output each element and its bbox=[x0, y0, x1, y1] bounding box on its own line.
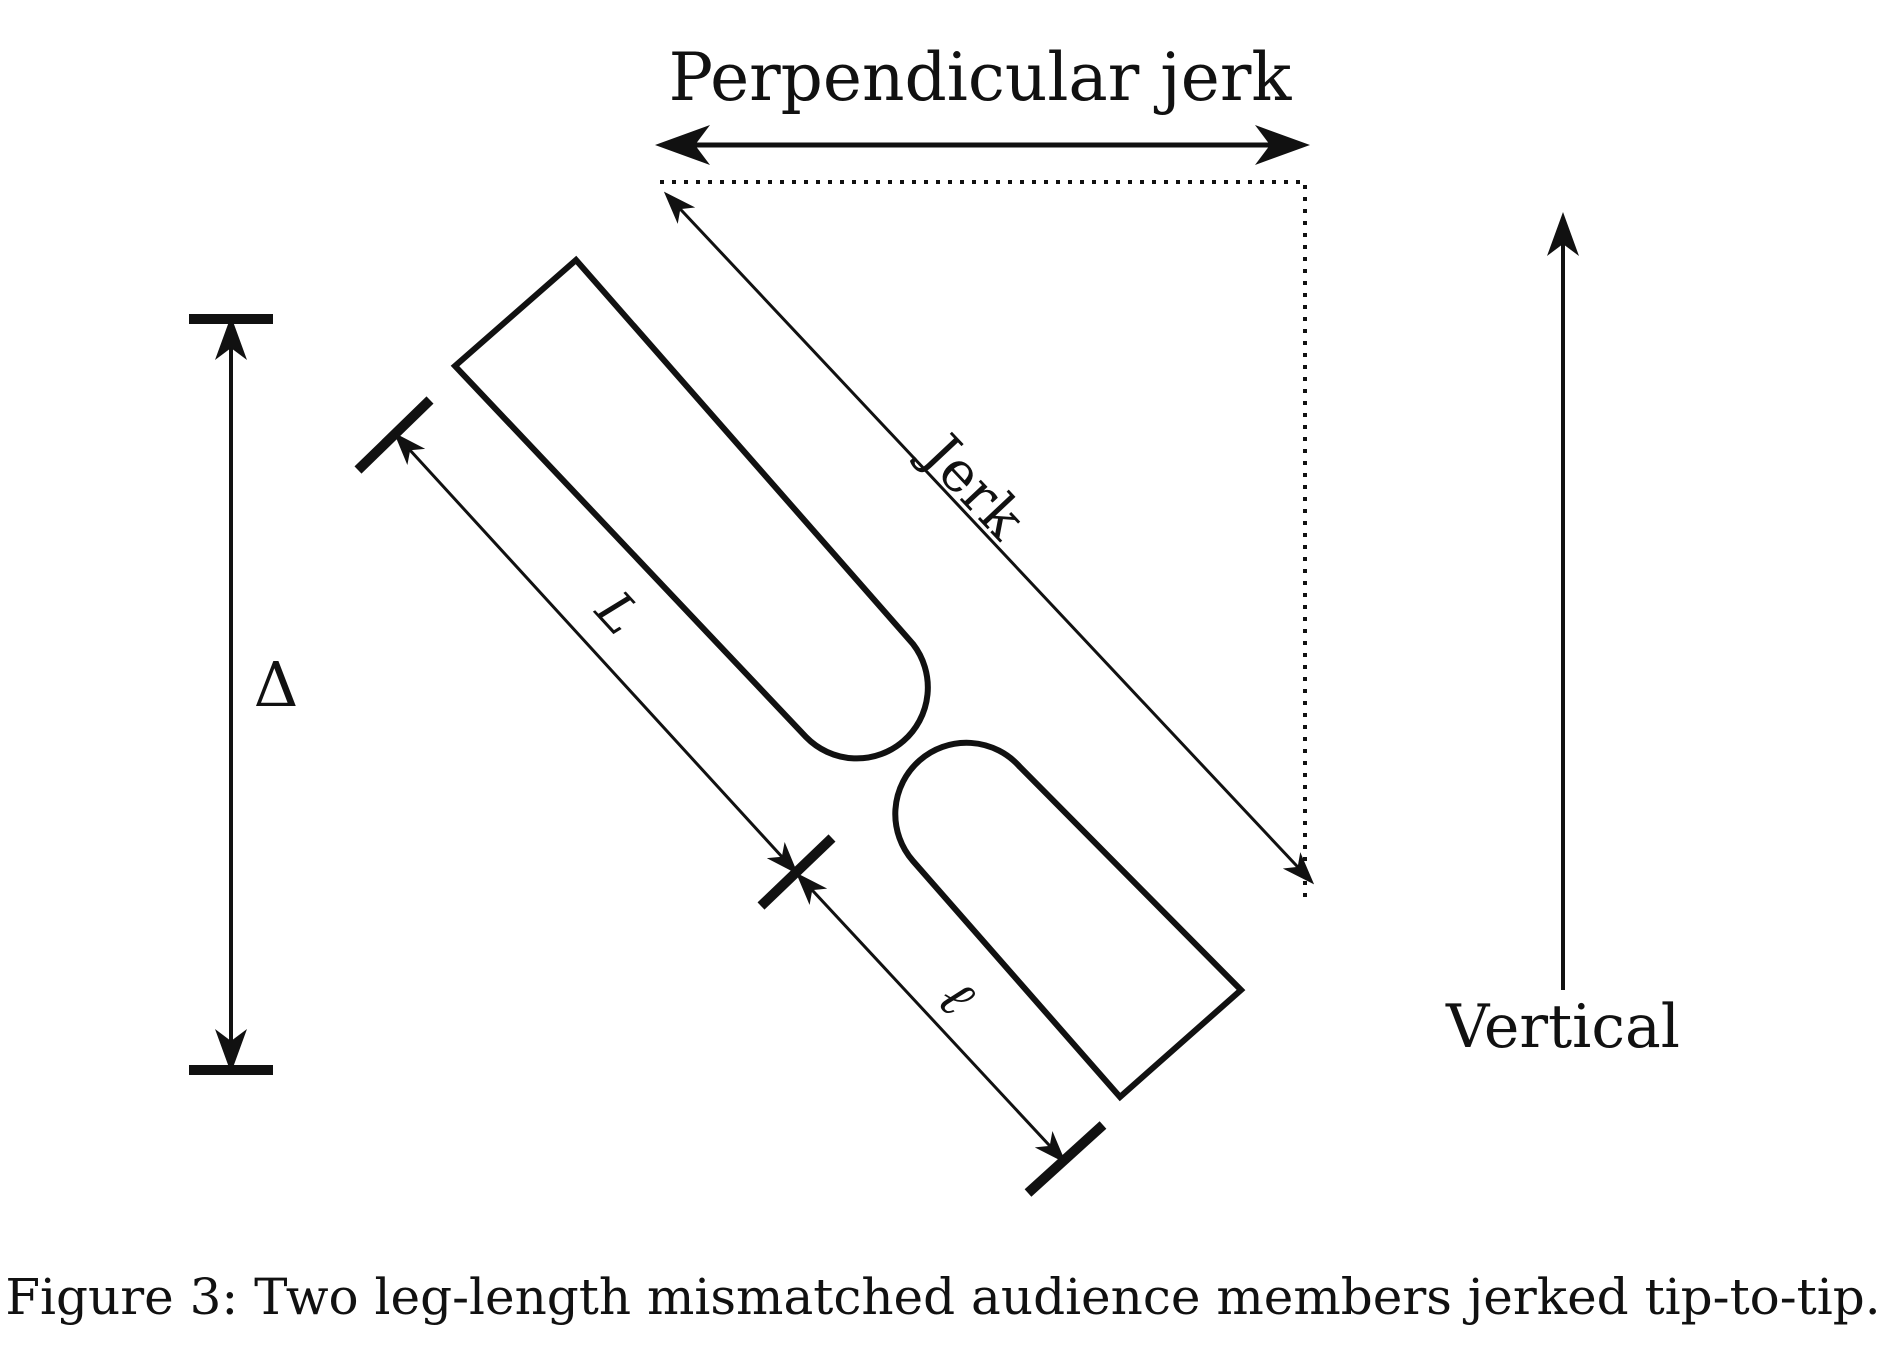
small-l-dimension-arrow bbox=[795, 872, 1067, 1164]
jerk-arrow bbox=[663, 191, 1315, 885]
perpendicular-jerk-label: Perpendicular jerk bbox=[669, 39, 1293, 116]
small-l-label: ℓ bbox=[926, 968, 988, 1028]
figure-caption: Figure 3: Two leg-length mismatched audi… bbox=[5, 1268, 1881, 1326]
l-middle-tick bbox=[757, 834, 836, 910]
delta-label: Δ bbox=[254, 648, 299, 721]
vertical-label: Vertical bbox=[1445, 992, 1680, 1062]
jerk-label: Jerk bbox=[907, 419, 1038, 553]
upper-leg-outline bbox=[450, 255, 931, 762]
big-l-label: L bbox=[583, 580, 651, 647]
lower-leg-outline bbox=[892, 739, 1246, 1102]
big-l-dimension-arrow bbox=[393, 432, 799, 875]
